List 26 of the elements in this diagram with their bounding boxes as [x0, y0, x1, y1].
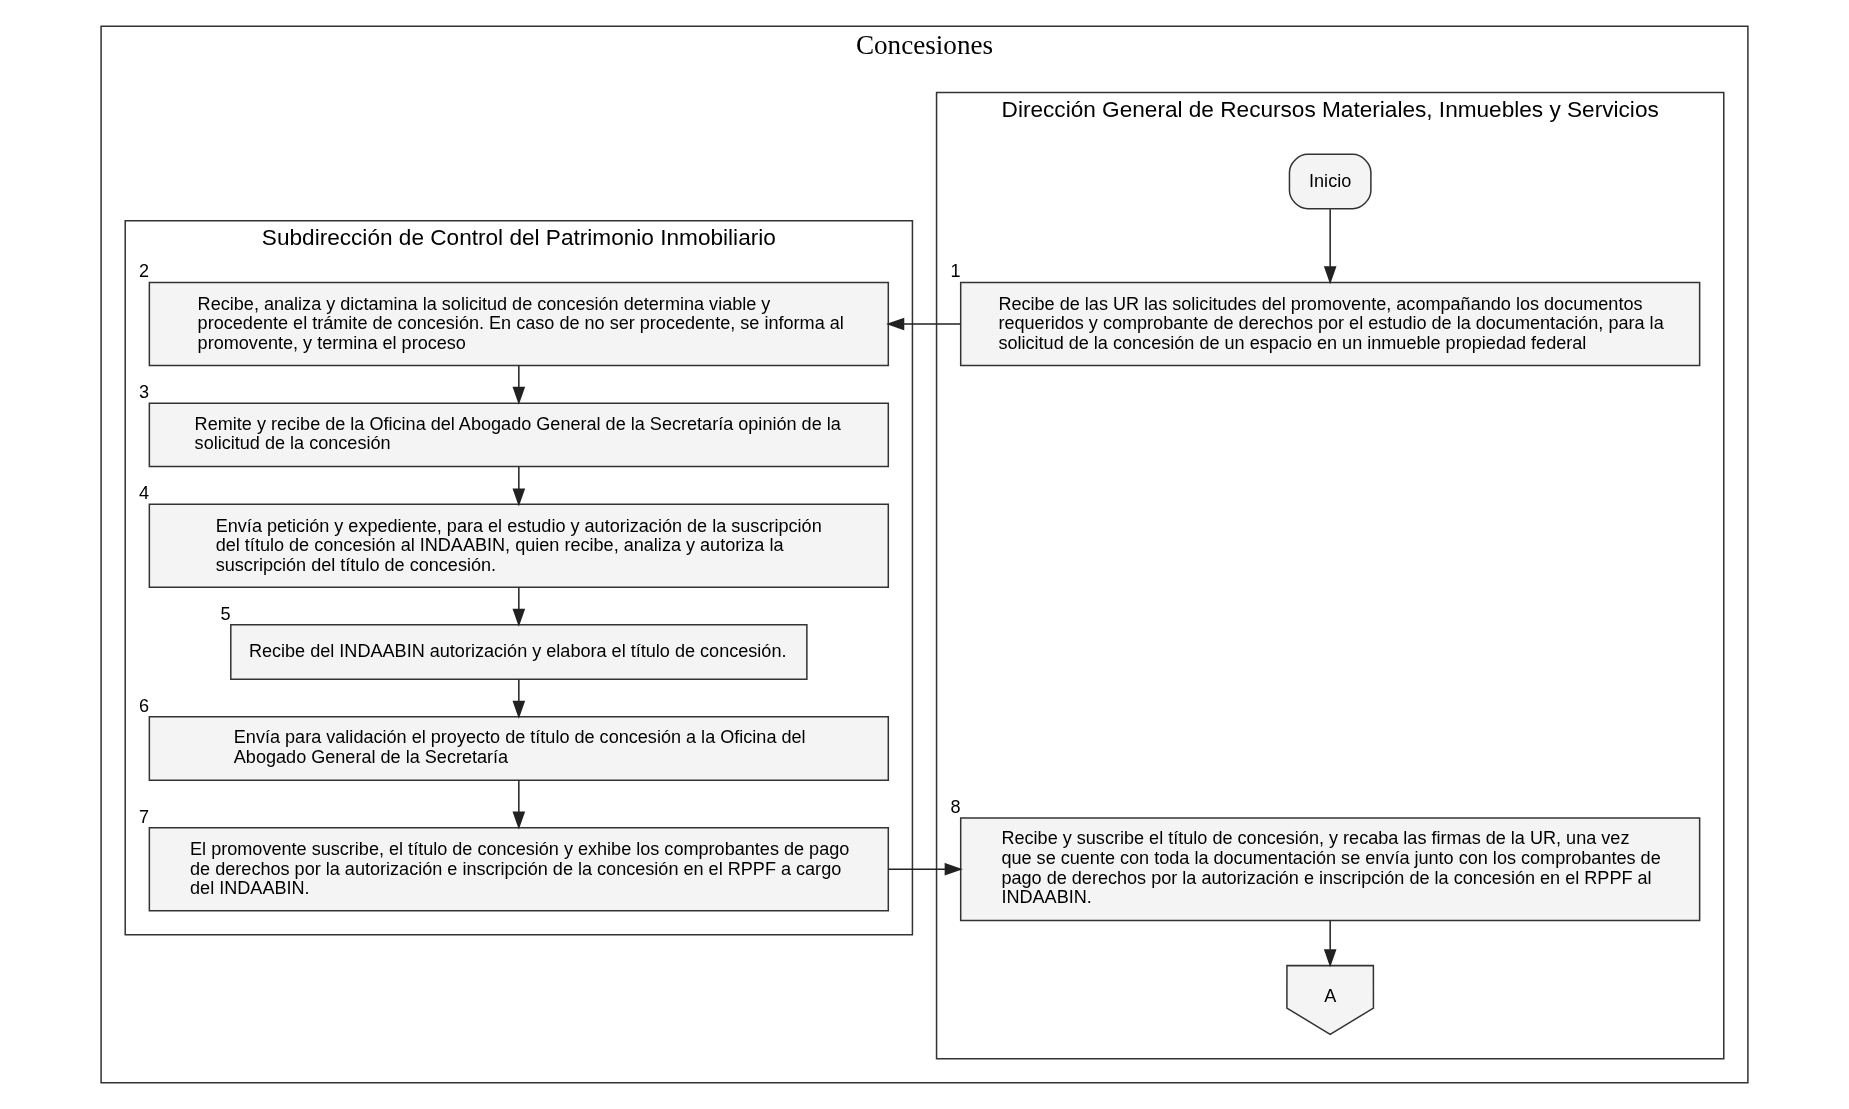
node-label: 4: [139, 483, 150, 504]
node-box: Inicio: [1288, 153, 1372, 210]
node-box: Envía petición y expediente, para el estudio y autorización de la suscripción del título de concesión al INDAABIN, quien recibe, analiza y autoriza la suscripción del título de concesión.: [148, 503, 890, 588]
arrow: [886, 317, 962, 331]
node-label: 6: [139, 695, 150, 716]
arrow: [512, 364, 526, 405]
node-label: 2: [139, 261, 150, 282]
node-box: Recibe, analiza y dictamina la solicitud de concesión determina viable y procedente el trámite de concesión. En caso de no ser procedente, se informa al promovente, y termina el proceso: [148, 281, 890, 367]
node-box: Remite y recibe de la Oficina del Abogado General de la Secretaría opinión de la solicitud de la concesión: [148, 402, 890, 468]
node-label: 1: [950, 261, 961, 282]
arrow: [512, 586, 526, 627]
node-box: Recibe del INDAABIN autorización y elabora el título de concesión.: [230, 624, 808, 680]
node-box: Envía para validación el proyecto de título de concesión a la Oficina del Abogado General de la Secretaría: [148, 716, 890, 781]
arrow: [512, 466, 526, 507]
node-box: El promovente suscribe, el título de concesión y exhibe los comprobantes de pago de derechos por la autorización e inscripción de la concesión en el RPPF a cargo del INDAABIN.: [148, 826, 890, 912]
node-label: 5: [220, 603, 231, 624]
node-box: Recibe de las UR las solicitudes del promovente, acompañando los documentos requeridos y comprobante de derechos por el estudio de la documentación, para la solicitud de la concesión de un espacio en un inmueble propiedad federal: [959, 281, 1701, 367]
node-label: 3: [139, 382, 150, 403]
arrow: [887, 862, 963, 876]
arrow: [512, 678, 526, 719]
node-box: Recibe y suscribe el título de concesión, y recaba las firmas de la UR, una vez que se cuente con toda la documentación se envía junto con los comprobantes de pago de derechos por la autorización e inscripción de la concesión en el RPPF al INDAABIN.: [959, 817, 1701, 922]
arrow: [1323, 919, 1337, 968]
arrow: [512, 779, 526, 830]
arrow: [1323, 208, 1337, 285]
node-label: 7: [139, 806, 150, 827]
node-label: 8: [950, 796, 961, 817]
